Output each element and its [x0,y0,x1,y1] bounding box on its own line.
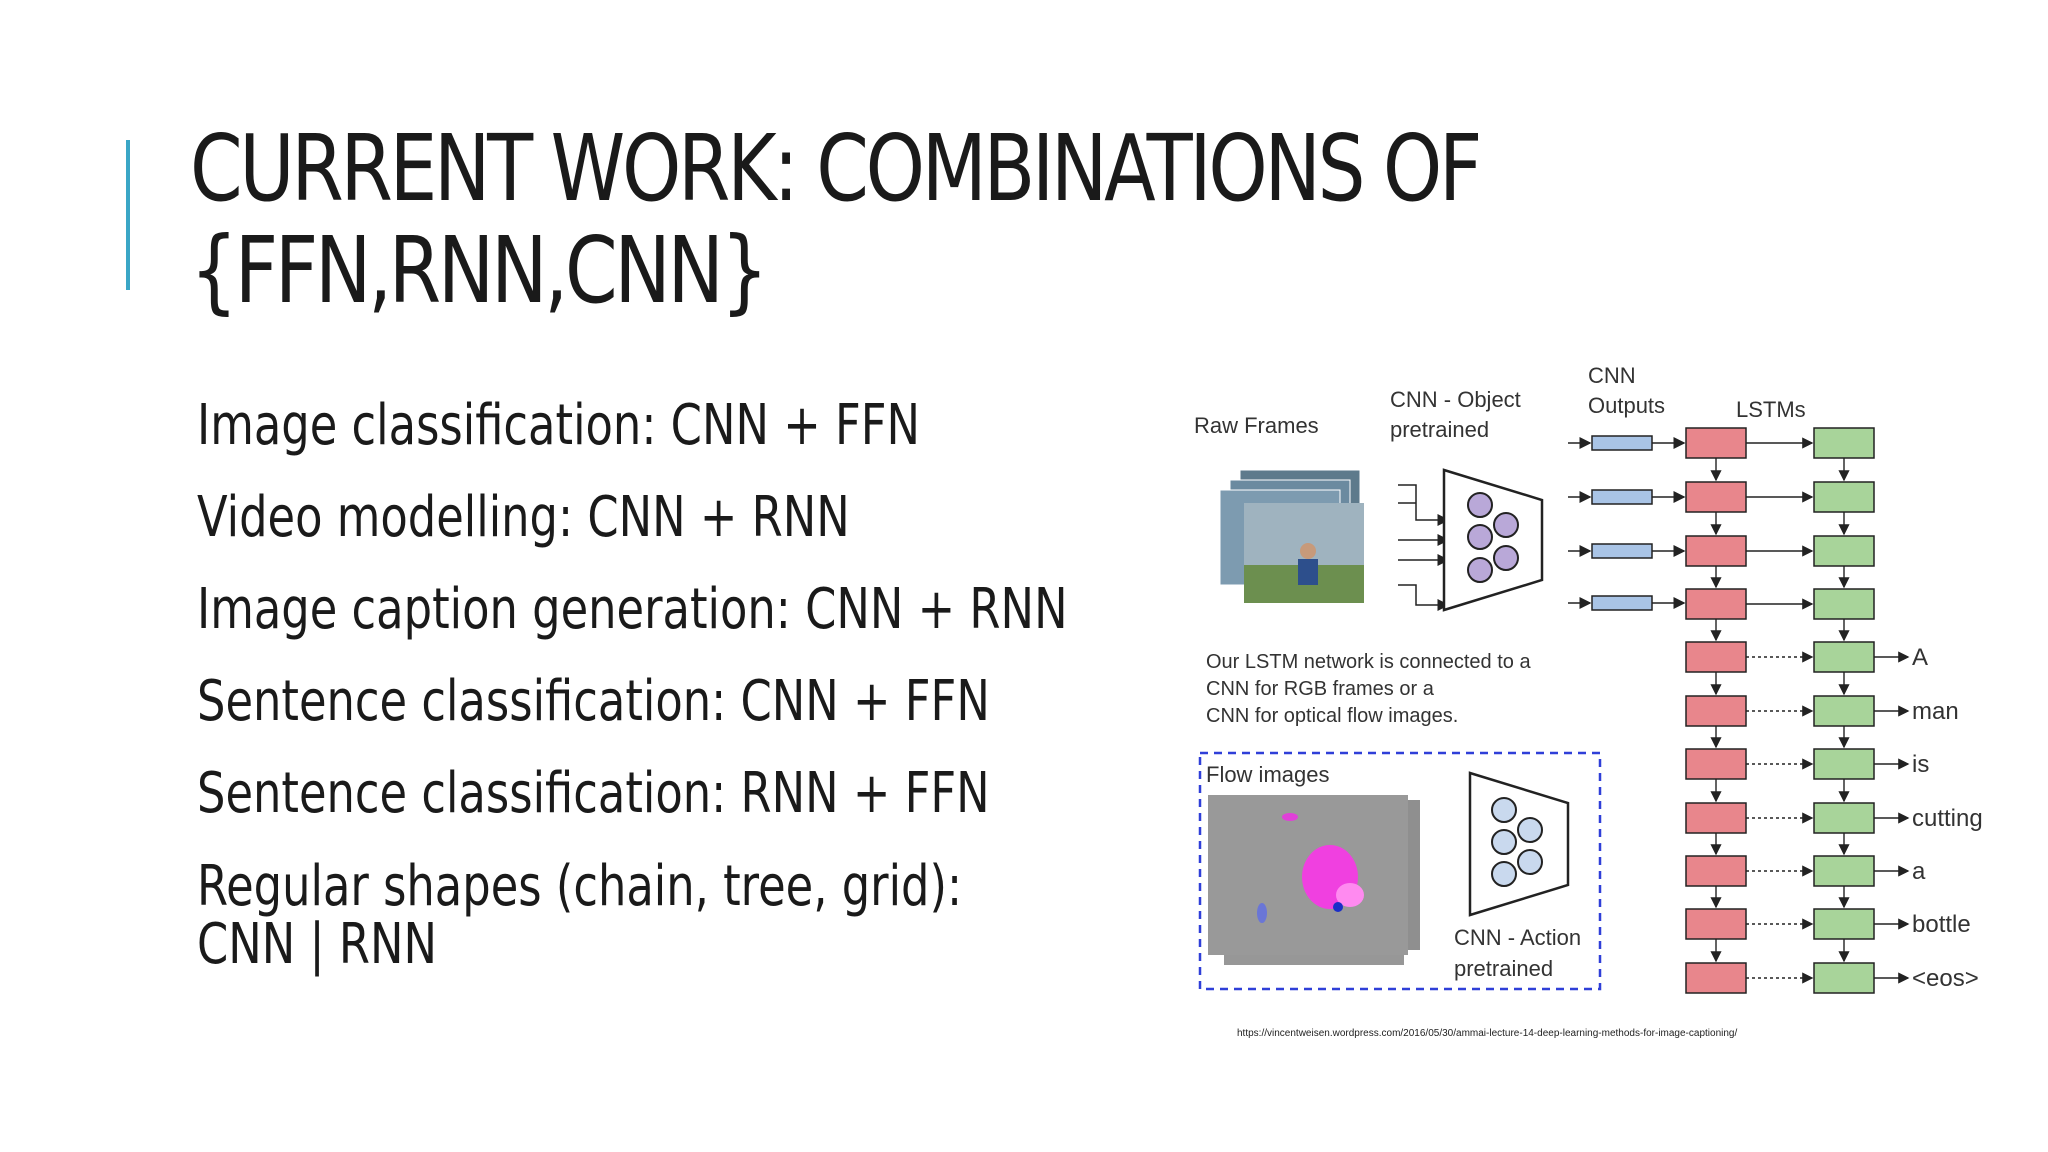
cnn-action-label-line-1: CNN - Action [1454,925,1581,950]
cnn-outputs-label-line-2: Outputs [1588,393,1665,418]
output-word: <eos> [1912,965,1979,992]
lstm-red-cell [1685,588,1747,620]
lstm-green-cell [1813,427,1875,459]
output-word: A [1912,644,1928,671]
figure-description-line-1: Our LSTM network is connected to a [1206,651,1531,673]
lstm-green-cell [1813,908,1875,940]
lstm-green-cell [1813,855,1875,887]
title-accent-bar [126,140,130,290]
lstm-red-cell [1685,962,1747,994]
lstm-green-cell [1813,588,1875,620]
cnn-outputs-label-line-1: CNN [1588,363,1636,388]
figure-canvas: Raw Frames CNN - Object pretrained CNN O… [1194,363,1983,994]
lstms-label: LSTMs [1736,397,1806,422]
lstm-green-cell [1813,962,1875,994]
lstm-red-cell [1685,535,1747,567]
lstm-red-cell [1685,427,1747,459]
bullet-item: Sentence classification: CNN + FFN [197,669,990,734]
lstm-green-cell [1813,535,1875,567]
lstm-red-cell [1685,695,1747,727]
output-word: is [1912,751,1929,778]
frame-connectors [1398,484,1450,611]
source-citation: https://vincentweisen.wordpress.com/2016… [1237,1028,1738,1039]
lstm-red-cell [1685,641,1747,673]
raw-frame-photo [1244,503,1364,603]
cnn-object-label-line-1: CNN - Object [1390,387,1521,412]
flow-images-label: Flow images [1206,762,1329,787]
raw-frames-label: Raw Frames [1194,413,1319,438]
cnn-output-vectors [1568,435,1686,611]
cnn-object-label-line-2: pretrained [1390,417,1489,442]
lstm-red-cell [1685,481,1747,513]
cnn-action-network [1468,771,1570,917]
output-word: a [1912,858,1926,885]
bullet-item: Video modelling: CNN + RNN [197,485,850,550]
slide-title-line-1: CURRENT WORK: COMBINATIONS OF [190,115,1482,222]
lstm-red-cell [1685,855,1747,887]
output-word: cutting [1912,805,1983,832]
flow-images-stack [1208,795,1420,965]
bullet-item: Image caption generation: CNN + RNN [197,577,1068,642]
slide-title-line-2: {FFN,RNN,CNN} [190,217,769,324]
lstm-video-captioning-figure: Raw Frames CNN - Object pretrained CNN O… [1180,355,2010,1005]
bullet-item: Image classification: CNN + FFN [197,393,921,458]
flow-images-box [1198,751,1602,991]
lstm-green-cell [1813,695,1875,727]
lstm-grid [1685,427,1875,994]
lstm-green-cell [1813,802,1875,834]
slide-title: CURRENT WORK: COMBINATIONS OF {FFN,RNN,C… [190,115,1482,324]
output-word: bottle [1912,911,1971,938]
lstm-green-cell [1813,641,1875,673]
bullet-item: Regular shapes (chain, tree, grid): CNN … [197,854,963,977]
bullet-item: Sentence classification: RNN + FFN [197,761,990,826]
lstm-red-cell [1685,908,1747,940]
figure-description-line-3: CNN for optical flow images. [1206,705,1458,727]
cnn-object-network [1442,468,1544,612]
bullet-list: Image classification: CNN + FFN Video mo… [197,398,1077,1010]
lstm-green-cell [1813,481,1875,513]
output-word: man [1912,698,1959,725]
lstm-red-cell [1685,748,1747,780]
cnn-action-label-line-2: pretrained [1454,956,1553,981]
lstm-red-cell [1685,802,1747,834]
lstm-green-cell [1813,748,1875,780]
figure-description-line-2: CNN for RGB frames or a [1206,678,1435,700]
